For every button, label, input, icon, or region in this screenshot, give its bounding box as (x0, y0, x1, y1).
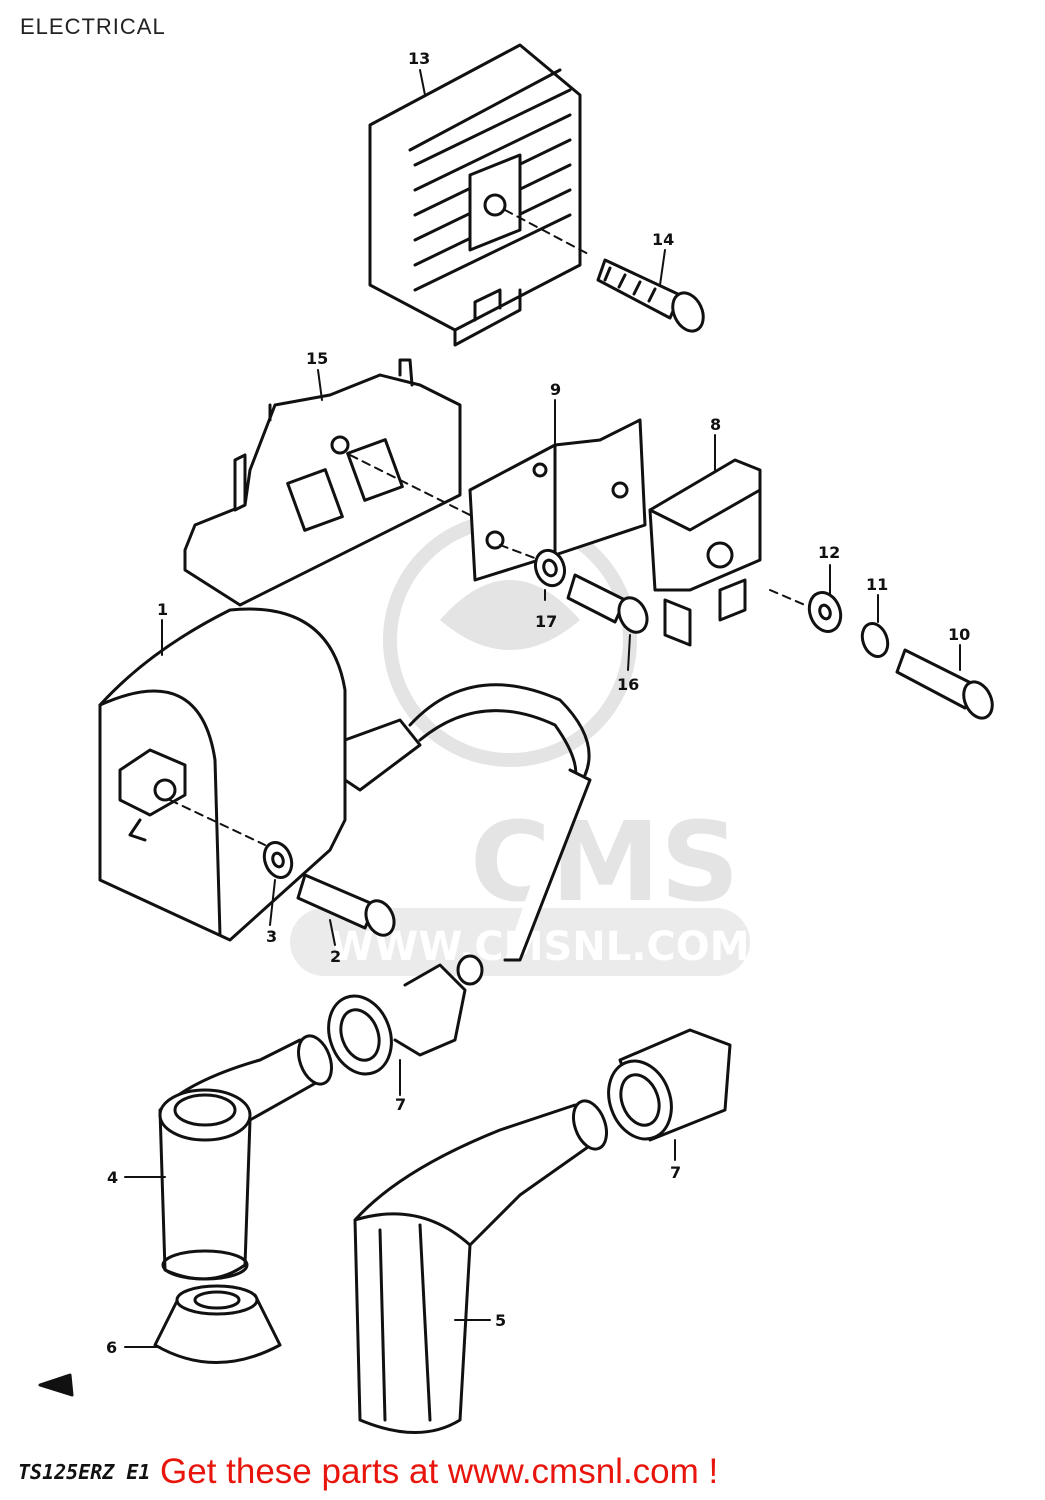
callouts: 13 14 15 9 8 12 11 10 1 17 16 3 2 7 7 4 … (106, 49, 970, 1357)
callout-11: 11 (866, 575, 888, 594)
watermark-brand: CMS (470, 798, 739, 926)
part-9-plate (468, 418, 647, 582)
part-7-cap-left (327, 954, 484, 1076)
part-13-regulator (368, 43, 582, 347)
part-6-seal (153, 1284, 282, 1364)
part-17-washer (533, 548, 567, 588)
part-3-washer (262, 841, 294, 879)
part-12-washer (807, 591, 843, 633)
callout-6: 6 (106, 1338, 117, 1357)
leader-lines (124, 69, 961, 1348)
callout-7-left: 7 (395, 1095, 406, 1114)
callout-3: 3 (266, 927, 277, 946)
part-2-screw (296, 873, 396, 937)
part-10-screw (895, 648, 994, 720)
callout-4: 4 (107, 1168, 118, 1187)
callout-8: 8 (710, 415, 721, 434)
cta-link[interactable]: Get these parts at www.cmsnl.com ! (160, 1452, 719, 1491)
page-title: ELECTRICAL (20, 14, 166, 39)
part-14-screw (504, 209, 705, 333)
callout-10: 10 (948, 625, 970, 644)
part-15-bracket (183, 358, 462, 607)
part-7-cap-right (607, 1028, 732, 1142)
part-5-plug-cap (353, 1099, 608, 1434)
callout-16: 16 (617, 675, 639, 694)
callout-9: 9 (550, 380, 561, 399)
model-code: TS125ERZ E1 (18, 1460, 151, 1484)
callout-1: 1 (157, 600, 168, 619)
part-11-washer (860, 622, 890, 658)
part-8-cdi (648, 458, 762, 647)
callout-15: 15 (306, 349, 328, 368)
callout-5: 5 (495, 1311, 506, 1330)
callout-17: 17 (535, 612, 557, 631)
part-4-plug-cap (158, 1034, 333, 1281)
watermark-url: WWW.CMSNL.COM (330, 924, 750, 970)
callout-13: 13 (408, 49, 430, 68)
callout-2: 2 (330, 947, 341, 966)
callout-14: 14 (652, 230, 674, 249)
callout-7-right: 7 (670, 1163, 681, 1182)
callout-12: 12 (818, 543, 840, 562)
front-arrow-icon (38, 1373, 74, 1397)
part-16-screw (566, 573, 649, 634)
